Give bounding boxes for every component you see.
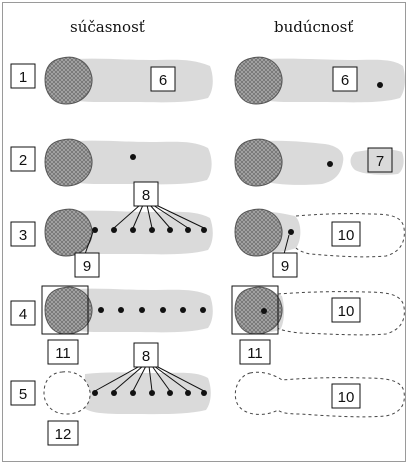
particle-dot <box>167 390 173 396</box>
particle-dot <box>200 307 206 313</box>
leader-line-9 <box>283 234 290 255</box>
ghost-outline <box>295 213 405 258</box>
row-5: 5 8 12 10 <box>10 342 405 446</box>
particle-dot <box>118 307 124 313</box>
particle-dot <box>149 227 155 233</box>
label-11: 11 <box>247 345 263 362</box>
label-box-9 <box>272 252 298 278</box>
row-number-box <box>10 63 36 89</box>
row-number-box <box>10 380 36 406</box>
particle-dot <box>180 307 186 313</box>
particle-dot <box>130 154 136 160</box>
row-number: 1 <box>19 69 27 86</box>
label-7: 7 <box>376 153 384 170</box>
label-6: 6 <box>159 72 167 89</box>
nucleus-left <box>44 138 93 187</box>
column-title-present: súčasnosť <box>70 18 145 36</box>
label-11: 11 <box>55 345 71 362</box>
label-6: 6 <box>341 72 349 89</box>
label-9: 9 <box>83 258 91 275</box>
particle-row <box>92 227 207 233</box>
label-10: 10 <box>338 227 355 244</box>
frame-box-11 <box>231 285 279 335</box>
label-box-10 <box>331 297 361 323</box>
nucleus-right <box>234 56 283 105</box>
label-9: 9 <box>281 258 289 275</box>
particle-dot <box>130 390 136 396</box>
particle-dot <box>160 307 166 313</box>
cell-body-right <box>247 58 405 103</box>
label-box-10 <box>331 383 361 409</box>
particle-dot <box>377 82 383 88</box>
label-box-10 <box>331 221 361 247</box>
nucleus-right <box>234 138 283 187</box>
particle-dot <box>92 390 98 396</box>
label-12: 12 <box>55 426 72 443</box>
particle-dot <box>185 390 191 396</box>
row-number-box <box>10 300 36 326</box>
label-10: 10 <box>338 389 355 406</box>
particle-dot <box>201 390 207 396</box>
label-box-8 <box>133 342 159 368</box>
particle-row <box>92 390 207 396</box>
particle-dot <box>111 390 117 396</box>
label-box-6 <box>150 66 176 92</box>
leader-lines-8 <box>94 365 205 392</box>
label-box-11 <box>47 339 79 365</box>
particle-dot <box>139 307 145 313</box>
row-number: 3 <box>19 227 27 244</box>
row-3: 3 8 9 10 9 <box>10 181 405 278</box>
row-2: 2 7 <box>10 138 404 187</box>
label-box-12 <box>47 420 79 446</box>
particle-dot <box>201 227 207 233</box>
particle-dot <box>111 227 117 233</box>
label-8: 8 <box>142 187 150 204</box>
row-number-box <box>10 221 36 247</box>
nucleus-right <box>234 286 283 335</box>
ghost-outline <box>277 291 405 336</box>
label-box-9 <box>74 252 100 278</box>
particle-row <box>98 307 206 313</box>
nucleus-left <box>44 208 93 257</box>
row-number: 5 <box>19 386 27 403</box>
label-box-7 <box>367 147 393 173</box>
column-title-future: budúcnosť <box>274 18 354 36</box>
particle-dot <box>261 308 267 314</box>
row-4: 4 11 10 11 <box>10 285 405 365</box>
row-number: 2 <box>19 152 27 169</box>
label-box-6 <box>332 66 358 92</box>
particle-dot <box>288 229 294 235</box>
row-number: 4 <box>19 306 27 323</box>
row-number-box <box>10 146 36 172</box>
nucleus-left <box>44 286 93 335</box>
empty-nucleus-outline <box>43 371 91 415</box>
particle-dot <box>167 227 173 233</box>
label-10: 10 <box>338 303 355 320</box>
cell-body-left <box>84 372 211 415</box>
frame-box-11 <box>41 285 89 335</box>
particle-dot <box>327 161 333 167</box>
particle-dot <box>130 227 136 233</box>
particle-dot <box>185 227 191 233</box>
ghost-outline <box>234 371 405 418</box>
row-1: 1 6 6 <box>10 56 405 105</box>
particle-dot <box>98 307 104 313</box>
particle-dot <box>149 390 155 396</box>
cell-body-left <box>55 288 213 333</box>
leader-line-9 <box>84 231 94 255</box>
cell-body-left <box>55 140 212 185</box>
particle-dot <box>92 227 98 233</box>
nucleus-right <box>234 208 283 257</box>
nucleus-left <box>44 56 93 105</box>
label-box-8 <box>133 181 159 207</box>
leader-lines-8 <box>113 204 205 229</box>
label-8: 8 <box>142 348 150 365</box>
label-box-11 <box>239 339 271 365</box>
